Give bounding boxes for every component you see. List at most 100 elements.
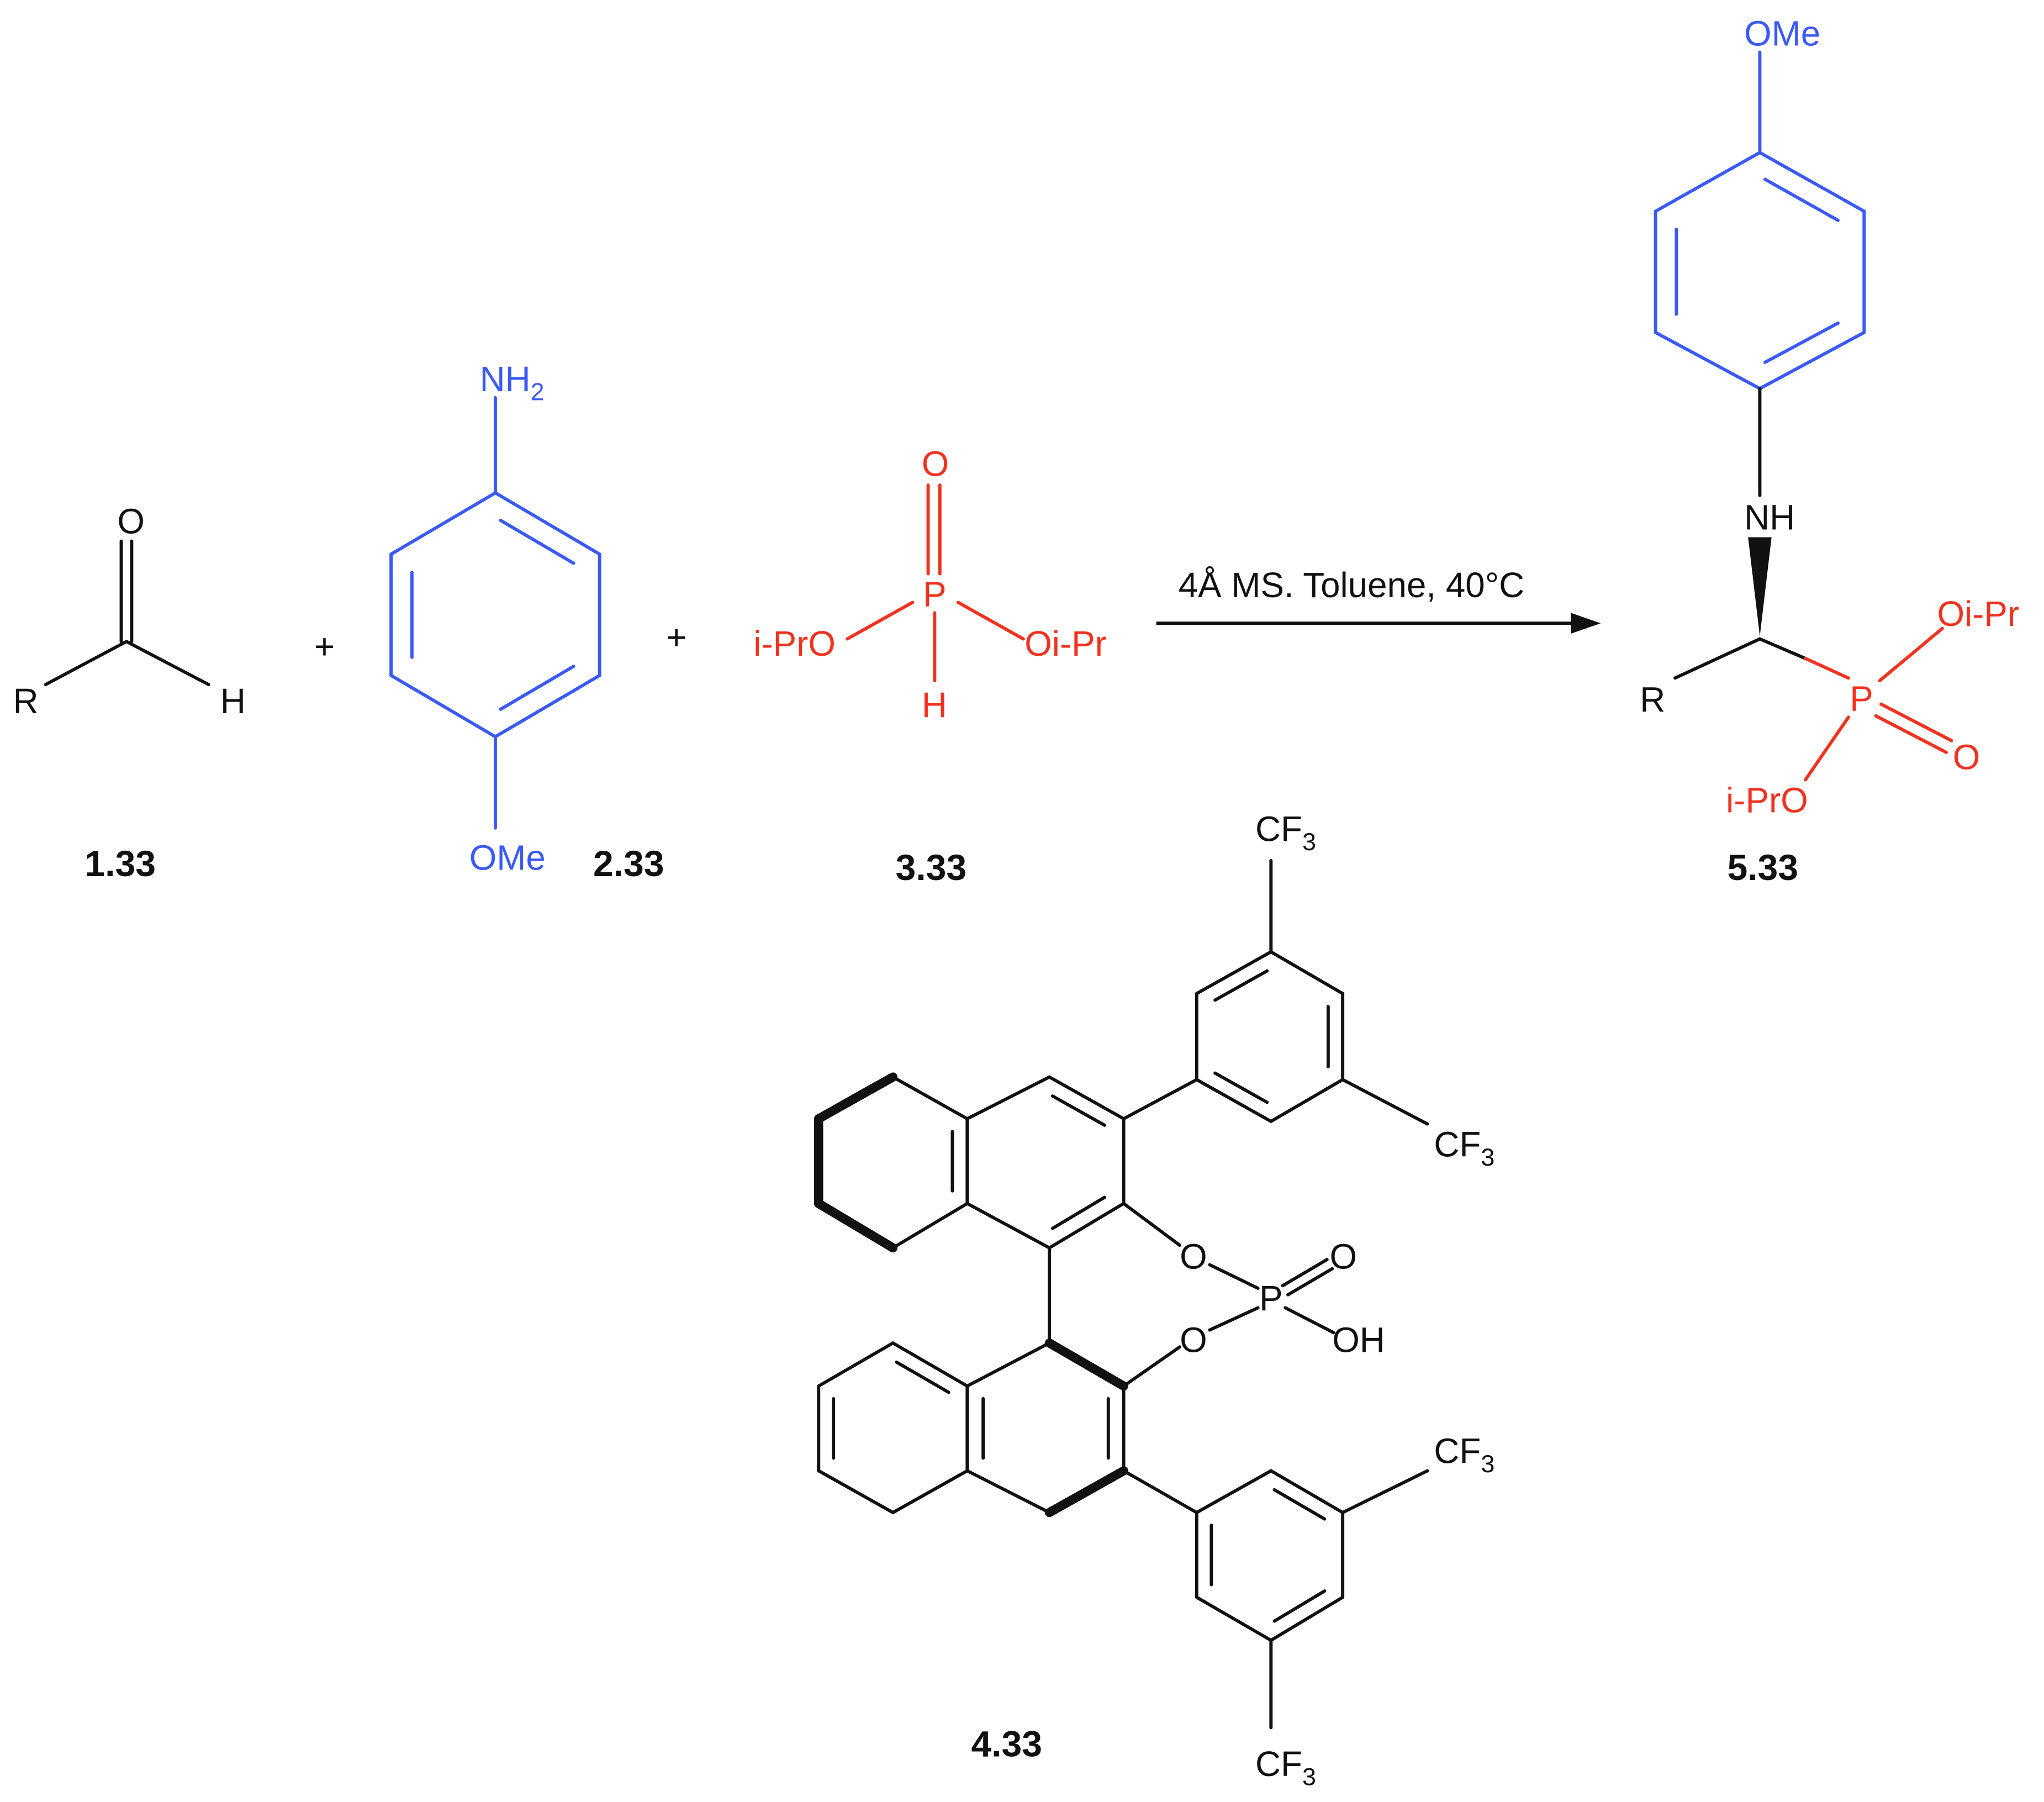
bond	[1269, 1469, 1345, 1514]
compound-5-33: OMe NH R P O Oi-Pr i-PrO 5.33	[1640, 14, 2019, 889]
phosphorus-atom: P	[1259, 1278, 1283, 1318]
bond	[1195, 1595, 1273, 1642]
compound-label: 1.33	[84, 844, 156, 884]
bond	[891, 1341, 969, 1388]
compound-1-33: R O H 1.33	[13, 501, 246, 884]
compound-2-33: NH2 OMe 2.33	[469, 359, 664, 884]
hydrogen-atom: H	[220, 681, 246, 721]
hydroxyl-group: OH	[1332, 1320, 1385, 1360]
methoxy-group: OMe	[1744, 14, 1820, 54]
bond	[125, 640, 210, 687]
methoxy-group: OMe	[469, 837, 546, 877]
bond	[846, 600, 915, 641]
bond	[1048, 1202, 1126, 1250]
bond	[891, 1469, 969, 1514]
plus-sign: +	[314, 626, 335, 666]
isopropoxy-left: i-PrO	[1726, 780, 1808, 820]
oxygen-atom: O	[117, 501, 145, 541]
bond	[1122, 1202, 1182, 1247]
cf3-group: CF3	[1434, 1431, 1494, 1478]
bond	[499, 665, 575, 711]
r-group: R	[13, 681, 39, 721]
bonds	[44, 50, 1953, 1730]
oxygen-atom: O	[922, 444, 949, 484]
bond	[1878, 626, 1944, 683]
bond	[1044, 1338, 1128, 1391]
bond	[1269, 1595, 1345, 1642]
bond	[1208, 1263, 1260, 1290]
bond	[1122, 1345, 1182, 1388]
bond	[1758, 151, 1866, 213]
bond	[814, 1199, 898, 1253]
bond	[1269, 950, 1345, 995]
isopropoxy-right: Oi-Pr	[1937, 594, 2019, 634]
bond	[1208, 1306, 1260, 1332]
bond	[1048, 1075, 1126, 1121]
bond	[44, 640, 128, 687]
bond	[1272, 1488, 1327, 1521]
bond	[891, 1202, 969, 1250]
bond	[1879, 702, 1953, 742]
bond	[965, 1075, 1052, 1121]
bond	[1341, 1078, 1429, 1126]
oxygen-atom: O	[1330, 1237, 1358, 1277]
bond	[1758, 330, 1866, 391]
bond	[1195, 1078, 1273, 1123]
reaction-arrow: 4Å MS. Toluene, 40°C	[1156, 565, 1601, 634]
bond	[1341, 1469, 1429, 1514]
bond	[891, 1075, 969, 1121]
bond	[389, 673, 497, 739]
bond	[1213, 969, 1269, 1002]
bond	[817, 1469, 895, 1514]
bond	[1272, 1589, 1327, 1623]
r-group: R	[1640, 680, 1665, 720]
isopropoxy-left: i-PrO	[753, 624, 836, 663]
bond	[965, 1341, 1052, 1388]
bond	[389, 491, 497, 556]
bond	[1804, 715, 1850, 782]
bond	[1213, 1071, 1269, 1104]
bond	[1763, 321, 1840, 364]
bond	[1874, 714, 1948, 754]
amine-nh: NH	[1744, 497, 1795, 537]
compound-label: 3.33	[896, 847, 967, 888]
bond	[1286, 1267, 1334, 1297]
compound-label: 5.33	[1727, 847, 1798, 888]
oxygen-atom: O	[1953, 737, 1980, 777]
compound-4-33: CF3 CF3 CF3 CF3 O O P O OH 4.33	[971, 809, 1494, 1790]
phosphorus-atom: P	[1850, 678, 1873, 718]
bond	[1269, 1078, 1345, 1123]
bond	[1763, 177, 1840, 222]
bond	[817, 1341, 895, 1388]
compound-label: 4.33	[971, 1724, 1042, 1764]
oxygen-atom: O	[1180, 1320, 1207, 1360]
bond	[965, 1202, 1052, 1250]
bond	[1195, 1469, 1273, 1514]
bond	[493, 491, 601, 556]
isopropoxy-right: Oi-Pr	[1024, 624, 1107, 663]
cf3-group: CF3	[1255, 1744, 1316, 1791]
bond	[1122, 1078, 1198, 1121]
bond	[1673, 637, 1762, 680]
compound-label: 2.33	[593, 844, 664, 884]
bond	[1284, 1306, 1335, 1335]
bond	[1044, 1466, 1128, 1518]
phosphorus-atom: P	[923, 575, 947, 614]
bond	[1654, 330, 1762, 391]
bond	[1122, 1469, 1198, 1514]
bond	[956, 600, 1025, 641]
cf3-group: CF3	[1434, 1125, 1494, 1172]
hydrogen-atom: H	[922, 685, 947, 725]
stereo-wedge	[1748, 537, 1772, 636]
oxygen-atom: O	[1180, 1237, 1207, 1277]
bond	[1195, 950, 1273, 995]
bond	[1050, 1195, 1106, 1230]
bond	[1050, 1094, 1106, 1127]
bond	[493, 673, 601, 739]
compound-3-33: O P H i-PrO Oi-Pr 3.33	[753, 444, 1107, 889]
plus-sign: +	[666, 617, 686, 657]
bond	[1281, 1258, 1329, 1288]
bond	[1758, 637, 1808, 660]
bond	[1804, 657, 1850, 680]
